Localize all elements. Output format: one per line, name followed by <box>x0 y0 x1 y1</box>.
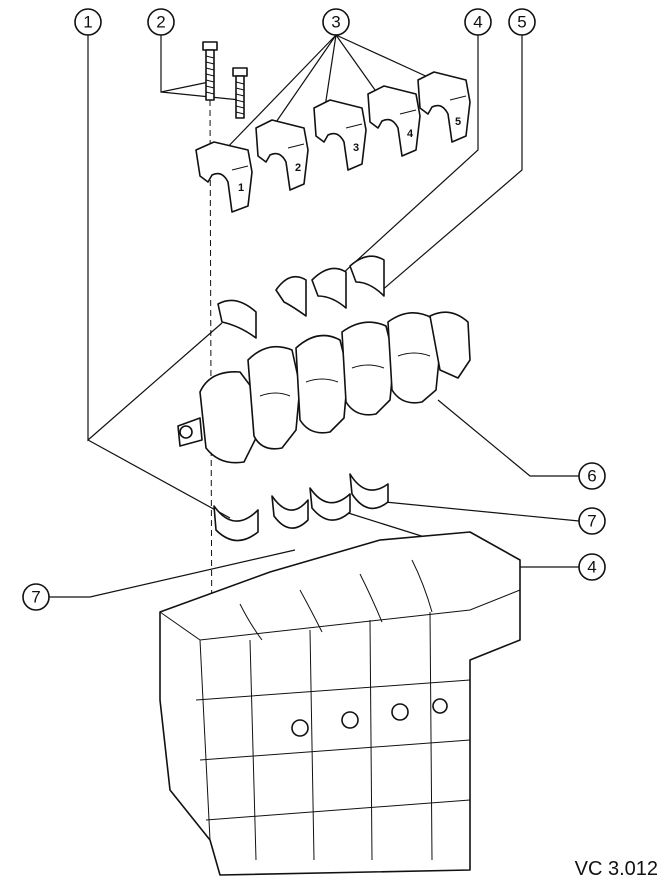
svg-text:6: 6 <box>587 467 596 486</box>
callout-3: 3 <box>322 8 350 36</box>
callout-7-left: 7 <box>22 583 50 611</box>
svg-text:4: 4 <box>473 13 482 32</box>
bearing-cap-1: 1 <box>195 141 253 213</box>
svg-text:5: 5 <box>455 116 461 128</box>
figure-reference-code: VC 3.012 <box>574 858 658 880</box>
callout-4-bottom: 4 <box>578 553 606 581</box>
svg-text:1: 1 <box>83 13 92 32</box>
callout-5: 5 <box>508 8 536 36</box>
bolt-left <box>202 41 218 101</box>
svg-text:2: 2 <box>295 162 301 174</box>
svg-text:2: 2 <box>156 13 165 32</box>
crankshaft <box>177 311 471 464</box>
callout-2: 2 <box>147 8 175 36</box>
cylinder-block <box>159 531 521 876</box>
callout-4-top: 4 <box>464 8 492 36</box>
svg-text:5: 5 <box>517 13 526 32</box>
callout-6: 6 <box>578 462 606 490</box>
bearing-cap-2: 2 <box>255 119 309 191</box>
svg-text:1: 1 <box>238 182 244 194</box>
svg-text:7: 7 <box>31 588 40 607</box>
bolt-right <box>232 67 248 119</box>
callout-1: 1 <box>74 8 102 36</box>
lower-bearing-shells <box>213 473 389 542</box>
svg-text:7: 7 <box>587 512 596 531</box>
callout-7-right: 7 <box>578 507 606 535</box>
svg-text:4: 4 <box>587 558 596 577</box>
svg-text:3: 3 <box>353 142 359 154</box>
bearing-cap-5: 5 <box>417 71 471 143</box>
bearing-cap-3: 3 <box>313 99 367 171</box>
svg-text:3: 3 <box>331 13 340 32</box>
bearing-cap-4: 4 <box>367 85 421 157</box>
svg-text:4: 4 <box>407 128 414 140</box>
leader-lines <box>49 34 580 598</box>
main-bearing-caps: 1 2 3 4 5 <box>195 71 471 213</box>
upper-bearing-shells <box>217 255 385 339</box>
